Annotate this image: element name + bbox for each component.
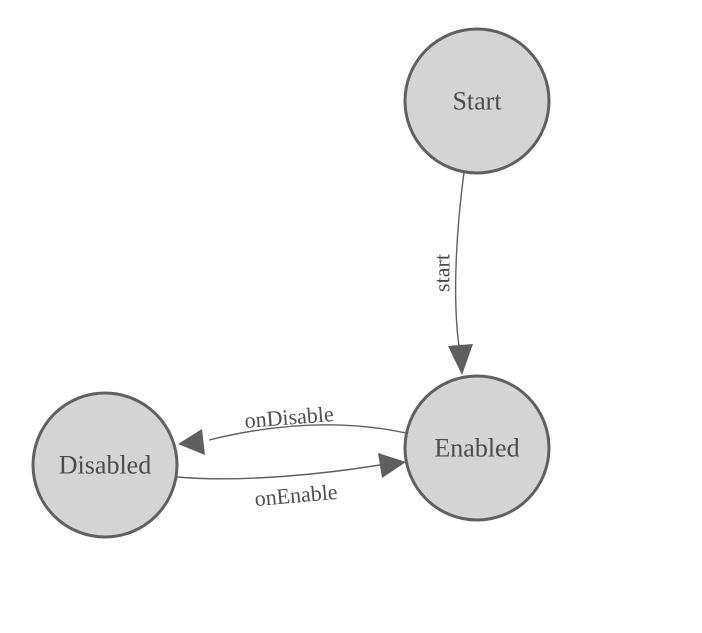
node-enabled: Enabled [403, 374, 551, 522]
node-start: Start [403, 27, 551, 175]
edge-ondisable-label: onDisable [244, 401, 335, 433]
edge-onenable-path [176, 464, 381, 480]
edge-onenable-label: onEnable [254, 479, 339, 511]
edge-start-arrowhead-icon [448, 344, 473, 375]
edge-ondisable-path [208, 424, 407, 441]
edge-ondisable-arrowhead-icon [178, 429, 205, 455]
edge-start-label: start [430, 254, 455, 292]
edge-onenable: onEnable [176, 453, 406, 511]
node-enabled-label: Enabled [434, 434, 519, 463]
node-disabled-circle [31, 391, 179, 539]
node-disabled-label: Disabled [59, 451, 151, 480]
edge-start: start [430, 171, 473, 375]
edge-ondisable: onDisable [178, 401, 407, 455]
node-disabled: Disabled [31, 391, 179, 539]
node-start-circle [403, 27, 551, 175]
node-start-label: Start [452, 87, 502, 116]
node-enabled-circle [403, 374, 551, 522]
edge-onenable-arrowhead-icon [378, 453, 406, 478]
edge-start-path [454, 171, 465, 347]
